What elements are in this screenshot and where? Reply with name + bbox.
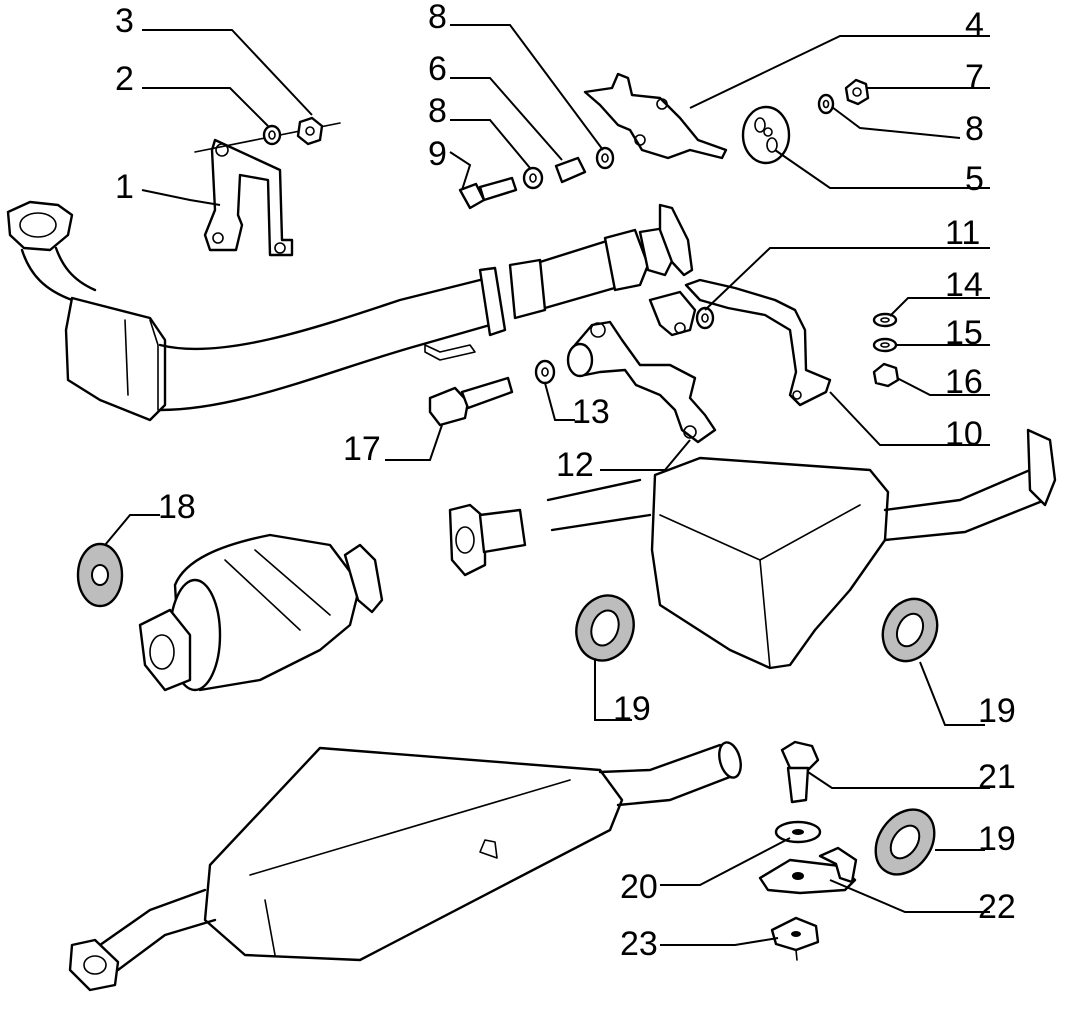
part-17-bolt bbox=[428, 376, 514, 427]
part-18-gasket bbox=[76, 542, 124, 608]
part-5-rubber-mount bbox=[741, 105, 791, 165]
part-8-washer-left bbox=[522, 166, 544, 190]
callout-19-bottom: 19 bbox=[978, 820, 1016, 858]
callout-16: 16 bbox=[945, 363, 983, 401]
leader-lines bbox=[104, 24, 990, 946]
part-9-bolt bbox=[458, 176, 518, 210]
callout-21: 21 bbox=[978, 758, 1016, 796]
front-exhaust-pipe bbox=[6, 200, 694, 422]
callout-1: 1 bbox=[115, 168, 134, 206]
callout-5: 5 bbox=[965, 160, 984, 198]
callout-13: 13 bbox=[572, 393, 610, 431]
callout-4: 4 bbox=[965, 6, 984, 44]
callout-14: 14 bbox=[945, 266, 983, 304]
callout-19-right: 19 bbox=[978, 692, 1016, 730]
callout-8-left: 8 bbox=[428, 92, 447, 130]
callout-11: 11 bbox=[945, 214, 980, 252]
callout-7: 7 bbox=[965, 58, 984, 96]
callout-23: 23 bbox=[620, 925, 658, 963]
part-22-clamp-plate bbox=[758, 846, 858, 895]
part-19-gasket-left bbox=[575, 594, 635, 662]
callout-18: 18 bbox=[158, 488, 196, 526]
callout-19-left: 19 bbox=[613, 690, 651, 728]
callout-22: 22 bbox=[978, 888, 1016, 926]
part-19-gasket-right bbox=[881, 597, 939, 663]
part-20-washer bbox=[774, 820, 822, 844]
callout-labels: 3 2 1 8 6 8 9 4 7 8 5 11 14 15 16 10 13 … bbox=[115, 0, 1016, 963]
callout-17: 17 bbox=[343, 430, 381, 468]
part-23-nut bbox=[770, 916, 820, 961]
part-12-hanger bbox=[566, 320, 717, 444]
callout-3: 3 bbox=[115, 2, 134, 40]
part-7-nut bbox=[844, 78, 870, 106]
part-15-washer bbox=[872, 337, 898, 353]
rear-muffler bbox=[68, 741, 742, 992]
callout-10: 10 bbox=[945, 415, 983, 453]
callout-15: 15 bbox=[945, 314, 983, 352]
part-21-bolt bbox=[780, 740, 820, 804]
part-2-washer bbox=[262, 124, 282, 146]
part-8-washer-right bbox=[817, 93, 835, 115]
callout-6: 6 bbox=[428, 50, 447, 88]
callout-20: 20 bbox=[620, 868, 658, 906]
callout-9: 9 bbox=[428, 135, 447, 173]
part-16-nut bbox=[872, 362, 900, 388]
part-19-gasket-bottom bbox=[874, 808, 936, 876]
part-13-washer bbox=[534, 359, 556, 385]
callout-12: 12 bbox=[556, 446, 594, 484]
part-10-bracket bbox=[684, 278, 832, 407]
part-1-bracket bbox=[194, 122, 341, 257]
part-3-nut bbox=[296, 116, 324, 146]
middle-silencer bbox=[448, 428, 1057, 670]
part-4-bracket bbox=[583, 72, 728, 160]
part-11-bracket bbox=[648, 290, 715, 337]
catalytic-converter bbox=[138, 533, 384, 692]
part-8-washer-top bbox=[595, 146, 615, 170]
part-6-spacer bbox=[554, 156, 587, 184]
callout-2: 2 bbox=[115, 60, 134, 98]
callout-8-top: 8 bbox=[428, 0, 447, 36]
part-14-washer bbox=[872, 312, 898, 328]
callout-8-right: 8 bbox=[965, 110, 984, 148]
